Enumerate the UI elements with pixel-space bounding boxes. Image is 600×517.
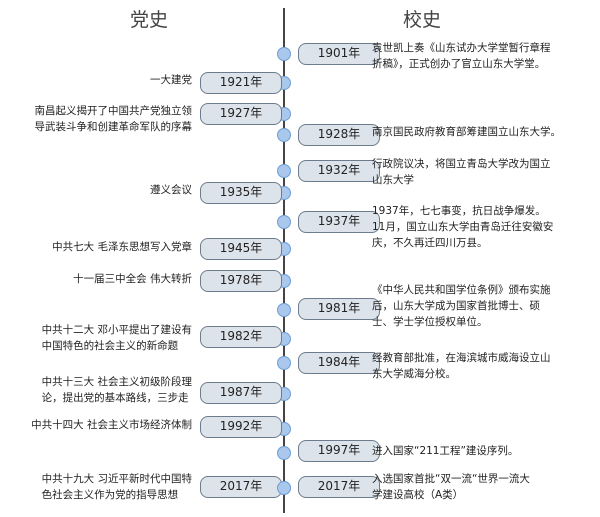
- school-event-text: 袁世凯上奏《山东试办大学堂暂行章程 折稿》，正式创办了官立山东大学堂。: [372, 42, 551, 70]
- party-year-pill: 1978年: [200, 270, 282, 292]
- timeline-dot: [277, 164, 291, 178]
- party-event-text: 中共十九大 习近平新时代中国特 色社会主义作为党的指导思想: [41, 473, 192, 501]
- school-history-header: 校史: [403, 9, 442, 31]
- school-event-text: 《中华人民共和国学位条例》颁布实施 后，山东大学成为国家首批博士、硕 士、学士学…: [372, 284, 551, 328]
- timeline-dot: [277, 215, 291, 229]
- school-year-pill: 1901年: [298, 43, 380, 65]
- party-history-header: 党史: [130, 9, 169, 31]
- party-year-pill: 1992年: [200, 416, 282, 438]
- timeline-dot: [277, 356, 291, 370]
- school-event-text: 行政院议决，将国立青岛大学改为国立 山东大学: [372, 158, 551, 186]
- party-event-text: 中共七大 毛泽东思想写入党章: [52, 241, 192, 253]
- school-event-text: 1937年，七七事变，抗日战争爆发。 11月，国立山东大学由青岛迁往安徽安 庆，…: [372, 205, 554, 249]
- school-event-text: 南京国民政府教育部筹建国立山东大学。: [372, 126, 561, 138]
- party-event-text: 南昌起义揭开了中国共产党独立领 导武装斗争和创建革命军队的序幕: [34, 105, 193, 133]
- party-event-text: 十一届三中全会 伟大转折: [73, 273, 192, 285]
- school-event-text: 经教育部批准，在海滨城市威海设立山 东大学威海分校。: [372, 352, 551, 380]
- party-year-pill: 1945年: [200, 238, 282, 260]
- timeline-dot: [277, 303, 291, 317]
- school-year-pill: 1997年: [298, 440, 380, 462]
- school-year-pill: 2017年: [298, 476, 380, 498]
- party-year-pill: 1987年: [200, 382, 282, 404]
- school-year-pill: 1981年: [298, 298, 380, 320]
- timeline-dot: [277, 128, 291, 142]
- party-year-pill: 1935年: [200, 182, 282, 204]
- party-year-pill: 1921年: [200, 72, 282, 94]
- timeline-dot: [277, 481, 291, 495]
- school-year-pill: 1928年: [298, 124, 380, 146]
- party-year-pill: 1982年: [200, 326, 282, 348]
- timeline-dot: [277, 446, 291, 460]
- school-year-pill: 1984年: [298, 352, 380, 374]
- school-event-text: 入选国家首批“双一流“世界一流大 学建设高校（A类）: [372, 473, 530, 501]
- party-event-text: 一大建党: [150, 74, 192, 86]
- party-event-text: 中共十二大 邓小平提出了建设有 中国特色的社会主义的新命题: [41, 324, 192, 352]
- party-event-text: 中共十三大 社会主义初级阶段理 论，提出党的基本路线，三步走: [41, 376, 192, 404]
- party-event-text: 中共十四大 社会主义市场经济体制: [31, 419, 192, 431]
- school-year-pill: 1937年: [298, 211, 380, 233]
- timeline-dot: [277, 47, 291, 61]
- school-event-text: 进入国家“211工程”建设序列。: [372, 445, 519, 457]
- school-year-pill: 1932年: [298, 160, 380, 182]
- party-event-text: 遵义会议: [150, 184, 192, 196]
- party-year-pill: 2017年: [200, 476, 282, 498]
- timeline-axis: [283, 8, 285, 513]
- party-year-pill: 1927年: [200, 103, 282, 125]
